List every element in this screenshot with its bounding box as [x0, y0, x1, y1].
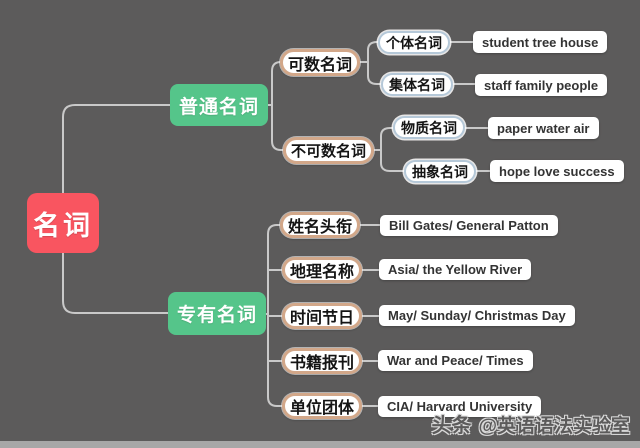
node-material-noun: 物质名词: [393, 116, 465, 139]
node-names-titles: 姓名头衔: [280, 212, 361, 238]
leaf-material-examples: paper water air: [488, 117, 599, 139]
node-abstract-noun: 抽象名词: [404, 160, 476, 183]
node-proper-noun: 专有名词: [168, 292, 267, 335]
node-org-groups: 单位团体: [282, 393, 363, 419]
node-time-festivals: 时间节日: [282, 303, 363, 329]
node-collective-noun: 集体名词: [381, 73, 453, 96]
node-root-noun: 名词: [27, 193, 99, 253]
node-geo-names: 地理名称: [282, 257, 363, 283]
leaf-geo-names-examples: Asia/ the Yellow River: [379, 259, 532, 280]
node-books-press: 书籍报刊: [282, 348, 363, 374]
watermark-handle: @英语语法实验室: [478, 416, 630, 437]
node-uncountable-noun: 不可数名词: [283, 137, 375, 164]
node-countable-noun: 可数名词: [280, 49, 361, 76]
watermark-brand: 头条: [431, 415, 472, 437]
node-individual-noun: 个体名词: [378, 31, 450, 54]
leaf-time-festivals-examples: May/ Sunday/ Christmas Day: [379, 305, 575, 326]
leaf-names-titles-examples: Bill Gates/ General Patton: [380, 215, 558, 236]
leaf-books-press-examples: War and Peace/ Times: [378, 350, 533, 371]
leaf-org-groups-examples: CIA/ Harvard University: [378, 396, 542, 417]
leaf-abstract-examples: hope love success: [490, 160, 624, 182]
node-common-noun: 普通名词: [170, 84, 269, 126]
watermark: 头条 @英语语法实验室: [431, 409, 630, 438]
leaf-individual-examples: student tree house: [473, 31, 608, 53]
leaf-collective-examples: staff family people: [475, 74, 608, 96]
bottom-edge-strip: [0, 441, 640, 448]
